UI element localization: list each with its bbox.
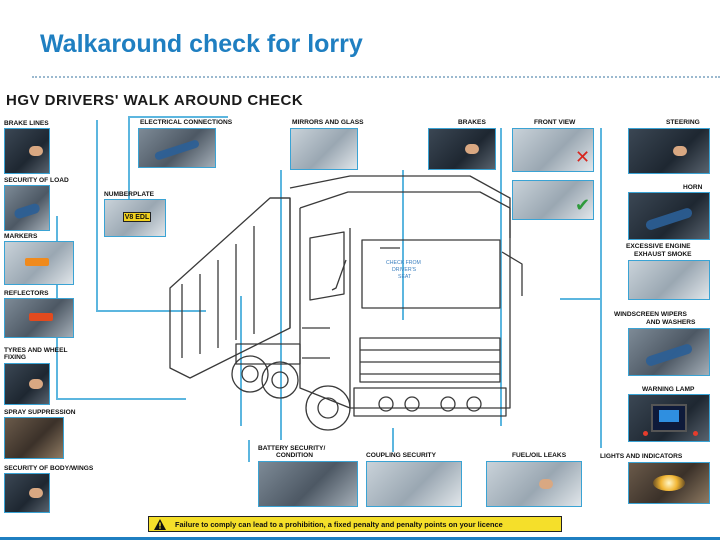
label-battery-1: BATTERY SECURITY/ xyxy=(258,445,326,452)
label-tyres-1: TYRES AND WHEEL xyxy=(4,347,68,354)
connector-line xyxy=(240,296,242,426)
tyres-photo xyxy=(4,363,50,405)
warning-triangle-icon xyxy=(154,519,166,530)
body-wings-photo xyxy=(4,473,50,513)
connector-line xyxy=(560,298,600,300)
battery-photo xyxy=(258,461,358,507)
label-warning-lamp: WARNING LAMP xyxy=(642,386,695,393)
label-lights-and-indicators: LIGHTS AND INDICATORS xyxy=(600,453,683,460)
numberplate-photo: V8 EDL xyxy=(104,199,166,237)
mirrors-photo xyxy=(290,128,358,170)
horn-photo xyxy=(628,192,710,240)
coupling-photo xyxy=(366,461,462,507)
brake-lines-photo xyxy=(4,128,50,174)
exhaust-photo xyxy=(628,260,710,300)
label-electrical-connections: ELECTRICAL CONNECTIONS xyxy=(140,119,233,126)
check-from-seat-text-3: SEAT xyxy=(398,274,412,280)
label-exhaust-1: EXCESSIVE ENGINE xyxy=(626,243,691,250)
label-markers: MARKERS xyxy=(4,233,38,240)
label-battery-2: CONDITION xyxy=(276,452,313,459)
connector-line xyxy=(96,120,98,310)
footer-strip xyxy=(0,537,720,540)
label-brakes: BRAKES xyxy=(458,119,486,126)
connector-line xyxy=(402,170,404,320)
poster-heading: HGV DRIVERS' WALK AROUND CHECK xyxy=(6,92,304,109)
connector-line xyxy=(280,170,282,440)
label-security-of-load: SECURITY OF LOAD xyxy=(4,177,69,184)
reflectors-photo xyxy=(4,298,74,338)
title-divider xyxy=(32,76,720,78)
label-steering: STEERING xyxy=(666,119,700,126)
connector-line xyxy=(392,428,394,452)
fuel-leaks-photo xyxy=(486,461,582,507)
warning-lamp-photo xyxy=(628,394,710,442)
label-front-view: FRONT VIEW xyxy=(534,119,576,126)
label-numberplate: NUMBERPLATE xyxy=(104,191,155,198)
connector-line xyxy=(500,128,502,426)
label-mirrors-and-glass: MIRRORS AND GLASS xyxy=(292,119,364,126)
lights-photo xyxy=(628,462,710,504)
front-view-cross-photo: ✕ xyxy=(512,128,594,172)
label-brake-lines: BRAKE LINES xyxy=(4,120,49,127)
wipers-photo xyxy=(628,328,710,376)
check-from-seat-text-2: DRIVER'S xyxy=(392,267,417,273)
connector-line xyxy=(128,116,130,216)
label-fuel-oil-leaks: FUEL/OIL LEAKS xyxy=(512,452,567,459)
slide-title: Walkaround check for lorry xyxy=(40,30,363,58)
connector-line xyxy=(56,398,186,400)
label-reflectors: REFLECTORS xyxy=(4,290,49,297)
label-wipers-1: WINDSCREEN WIPERS xyxy=(614,311,687,318)
steering-photo xyxy=(628,128,710,174)
security-of-load-photo xyxy=(4,185,50,231)
cross-icon: ✕ xyxy=(575,147,591,168)
check-from-seat-text-1: CHECK FROM xyxy=(386,260,421,266)
lorry-line-drawing: CHECK FROM DRIVER'S SEAT xyxy=(169,175,523,431)
label-spray-suppression: SPRAY SUPPRESSION xyxy=(4,409,76,416)
markers-photo xyxy=(4,241,74,285)
label-wipers-2: AND WASHERS xyxy=(646,319,696,326)
label-coupling-security: COUPLING SECURITY xyxy=(366,452,436,459)
spray-suppression-photo xyxy=(4,417,64,459)
connector-line xyxy=(96,310,206,312)
connector-line xyxy=(600,128,602,448)
tick-icon: ✔ xyxy=(575,195,591,216)
front-view-tick-photo: ✔ xyxy=(512,180,594,220)
label-tyres-2: FIXING xyxy=(4,354,26,361)
numberplate-value: V8 EDL xyxy=(123,212,151,222)
connector-line xyxy=(128,116,228,118)
walkaround-poster: HGV DRIVERS' WALK AROUND CHECK BRAKE LIN… xyxy=(0,88,720,540)
warning-banner: Failure to comply can lead to a prohibit… xyxy=(148,516,562,532)
label-security-body-wings: SECURITY OF BODY/WINGS xyxy=(4,465,94,472)
label-horn: HORN xyxy=(683,184,703,191)
label-exhaust-2: EXHAUST SMOKE xyxy=(634,251,692,258)
electrical-connections-photo xyxy=(138,128,216,168)
brakes-photo xyxy=(428,128,496,170)
warning-text: Failure to comply can lead to a prohibit… xyxy=(175,520,503,529)
connector-line xyxy=(248,440,250,462)
